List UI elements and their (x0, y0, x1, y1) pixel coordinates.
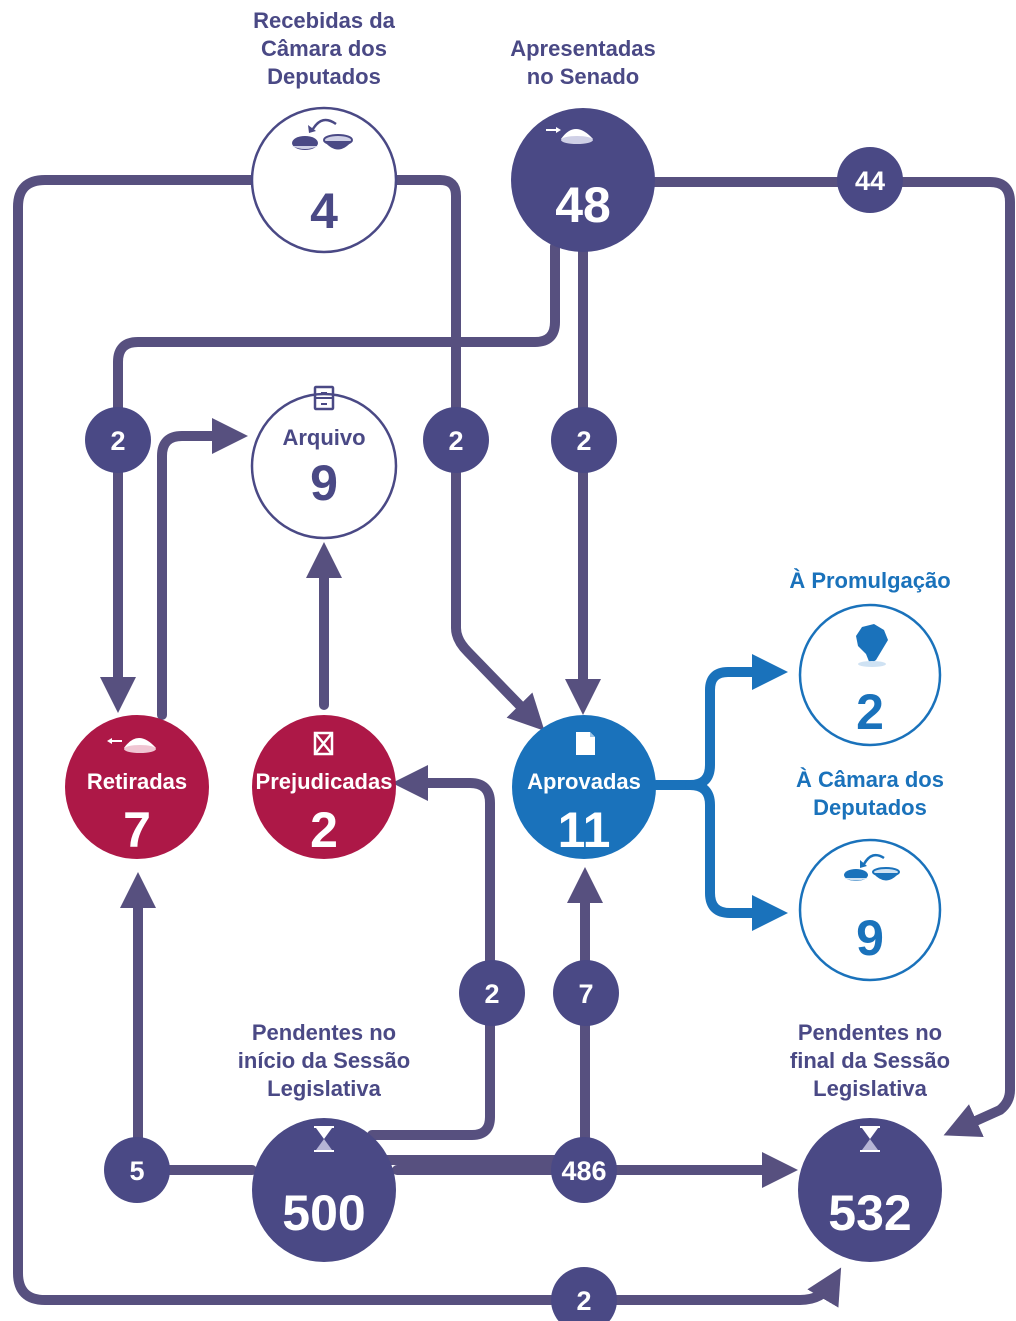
heading-pendentes-inicio: Pendentes no início da Sessão Legislativ… (238, 1020, 410, 1101)
flow-inicio-to-prejudicadas (367, 765, 495, 1140)
heading-recebidas: Recebidas da Câmara dos Deputados (253, 8, 396, 89)
camara-value: 9 (856, 910, 884, 966)
document-icon (576, 732, 595, 755)
retiradas-value: 7 (123, 802, 151, 858)
flow-apresentadas-to-retiradas (100, 241, 560, 713)
heading-pendentes-inicio-line: início da Sessão (238, 1048, 410, 1073)
node-apresentadas: 48 (511, 108, 655, 252)
pendentes-final-value: 532 (828, 1185, 911, 1241)
aprovadas-label: Aprovadas (527, 769, 641, 794)
badge-value: 2 (576, 426, 591, 456)
recebidas-value: 4 (310, 183, 338, 239)
heading-promulgacao: À Promulgação (789, 568, 950, 593)
node-retiradas: Retiradas 7 (65, 715, 209, 859)
heading-pendentes-final: Pendentes no final da Sessão Legislativa (790, 1020, 950, 1101)
badge-value: 2 (484, 979, 499, 1009)
crossed-document-icon (313, 731, 334, 756)
badge-value: 2 (576, 1286, 591, 1316)
heading-recebidas-line: Deputados (267, 64, 381, 89)
arquivo-label: Arquivo (282, 425, 365, 450)
heading-pendentes-final-line: final da Sessão (790, 1048, 950, 1073)
arquivo-value: 9 (310, 455, 338, 511)
promulgacao-value: 2 (856, 684, 884, 740)
senate-dome-left-icon (107, 738, 156, 753)
node-camara: 9 (798, 838, 942, 982)
prejudicadas-value: 2 (310, 802, 338, 858)
hourglass-icon (314, 1126, 334, 1152)
node-prejudicadas: Prejudicadas 2 (252, 715, 396, 859)
badge-apresentadas-to-retiradas: 2 (85, 407, 151, 473)
heading-recebidas-line: Recebidas da (253, 8, 396, 33)
flow-apresentadas-to-final (645, 177, 1015, 1138)
flow-aprovadas-to-promulgacao (685, 654, 788, 790)
badge-recebidas-to-final: 2 (551, 1267, 617, 1321)
heading-pendentes-inicio-line: Legislativa (267, 1076, 381, 1101)
node-promulgacao: 2 (798, 603, 942, 747)
heading-camara-line: Deputados (813, 795, 927, 820)
pendentes-inicio-value: 500 (282, 1185, 365, 1241)
heading-promulgacao-line: À Promulgação (789, 568, 950, 593)
badge-value: 44 (855, 166, 885, 196)
flow-aprovadas-to-camara (685, 780, 788, 931)
hourglass-icon (860, 1126, 880, 1152)
aprovadas-value: 11 (558, 802, 611, 858)
heading-recebidas-line: Câmara dos (261, 36, 387, 61)
retiradas-label: Retiradas (87, 769, 187, 794)
heading-apresentadas: Apresentadas no Senado (510, 36, 656, 89)
badge-inicio-to-aprovadas: 7 (553, 960, 619, 1026)
brazil-map-icon (856, 624, 888, 667)
flow-recebidas-to-final (13, 175, 842, 1308)
flow-inicio-to-retiradas (120, 872, 257, 1175)
badge-apresentadas-to-final: 44 (837, 147, 903, 213)
badge-apresentadas-to-aprovadas: 2 (551, 407, 617, 473)
node-pendentes-final: 532 (798, 1118, 942, 1262)
heading-camara: À Câmara dos Deputados (796, 767, 944, 820)
badge-value: 7 (578, 979, 593, 1009)
heading-apresentadas-line: Apresentadas (510, 36, 656, 61)
badge-value: 486 (561, 1156, 606, 1186)
badge-inicio-to-prejudicadas: 2 (459, 960, 525, 1026)
node-aprovadas: Aprovadas 11 (512, 715, 656, 859)
badge-value: 2 (448, 426, 463, 456)
heading-pendentes-final-line: Legislativa (813, 1076, 927, 1101)
heading-apresentadas-line: no Senado (527, 64, 639, 89)
chamber-bowls-icon (292, 118, 353, 150)
file-cabinet-icon (313, 385, 335, 411)
flow-retiradas-to-arquivo (157, 418, 248, 720)
node-recebidas: 4 (250, 106, 398, 254)
heading-pendentes-inicio-line: Pendentes no (252, 1020, 396, 1045)
heading-pendentes-final-line: Pendentes no (798, 1020, 942, 1045)
flow-lines (13, 175, 1015, 1308)
badge-value: 5 (129, 1156, 144, 1186)
senate-dome-icon (546, 127, 593, 144)
node-arquivo: Arquivo 9 (250, 385, 398, 540)
apresentadas-value: 48 (555, 177, 611, 233)
badge-inicio-to-retiradas: 5 (104, 1137, 170, 1203)
badge-recebidas-to-aprovadas: 2 (423, 407, 489, 473)
node-pendentes-inicio: 500 (252, 1118, 396, 1262)
chamber-bowls-icon (844, 853, 900, 881)
badge-value: 2 (110, 426, 125, 456)
badge-inicio-to-final: 486 (551, 1137, 617, 1203)
prejudicadas-label: Prejudicadas (256, 769, 393, 794)
heading-camara-line: À Câmara dos (796, 767, 944, 792)
